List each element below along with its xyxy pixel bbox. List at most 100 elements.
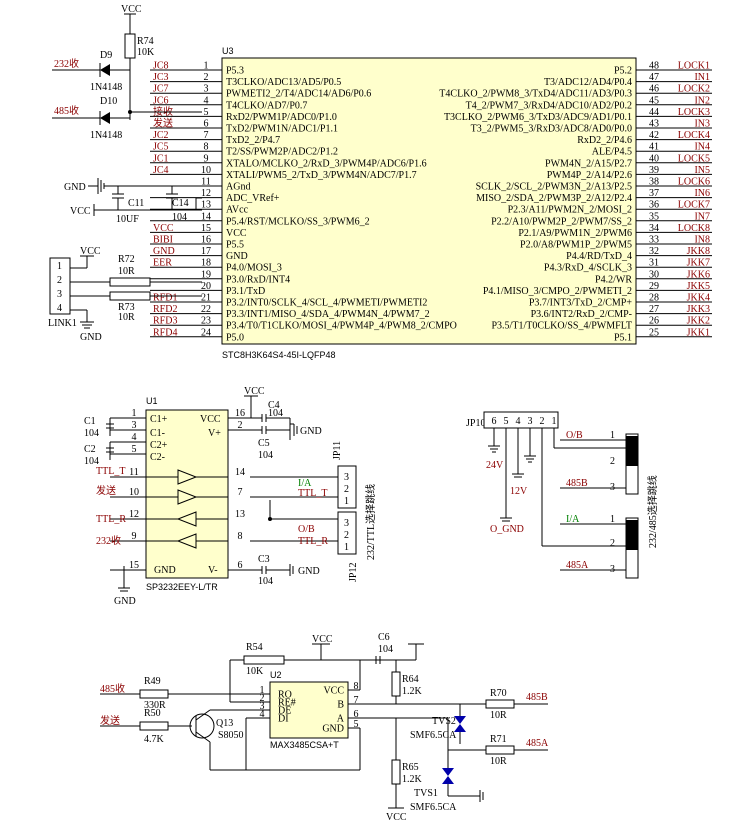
- u1-pin-6-number: 6: [238, 560, 243, 571]
- u3-net-1: JC8: [153, 61, 169, 72]
- jp12-net-ob: O/B: [298, 524, 315, 535]
- u3-net-8: JC5: [153, 142, 169, 153]
- u2-pin-3-label: DE: [278, 706, 291, 717]
- u3-net-3: JC7: [153, 84, 169, 95]
- d9-part: 1N4148: [90, 82, 122, 93]
- u3-pin-18-number: 18: [201, 258, 211, 269]
- r70-resistor: [485, 699, 515, 709]
- u3-pin-6-number: 6: [204, 119, 209, 130]
- vcc-label-avcc: VCC: [70, 206, 91, 217]
- u1-vcc-label: VCC: [244, 386, 265, 397]
- r73-ref: R73: [118, 302, 135, 313]
- u3-pin-34-number: 34: [649, 223, 659, 234]
- d9-ref: D9: [100, 50, 112, 61]
- jp10-pin-1: 1: [552, 416, 557, 427]
- r73-value: 10R: [118, 312, 135, 323]
- u3-net-24: RFD4: [153, 327, 177, 338]
- u1-net-fasong: 发送: [96, 484, 116, 497]
- tvs1-part: SMF6.5CA: [410, 802, 457, 813]
- link1-pin2: 2: [57, 275, 62, 286]
- r65-ref: R65: [402, 762, 419, 773]
- jp10-j1-pin2: 2: [610, 456, 615, 467]
- r65-resistor: [391, 759, 401, 785]
- u3-pin-25-label: P5.1: [614, 332, 632, 343]
- u3-pin-42-number: 42: [649, 130, 659, 141]
- u3-pin-30-label: P4.2/WR: [595, 274, 632, 285]
- u3-pin-3-number: 3: [204, 84, 209, 95]
- u3-pin-14-number: 14: [201, 211, 211, 222]
- u1-part: SP3232EEY-L/TR: [146, 582, 218, 592]
- jp10-pin-3: 3: [528, 416, 533, 427]
- d10-part: 1N4148: [90, 130, 122, 141]
- u3-net-7: JC2: [153, 130, 169, 141]
- u3-net-36: LOCK7: [678, 200, 710, 211]
- analog-supply-network: GND VCC C11 10UF C14 104: [64, 178, 202, 225]
- jp12-pin3: 3: [344, 518, 349, 529]
- q13-transistor-icon: [189, 713, 215, 739]
- u3-net-25: JKK1: [687, 327, 710, 338]
- link1-pin1: 1: [57, 261, 62, 272]
- link1-pin4: 4: [57, 303, 62, 314]
- vcc-label-r74: VCC: [121, 4, 142, 15]
- u2-pin-1-label: RO: [278, 690, 292, 701]
- u3-pin-17-number: 17: [201, 246, 211, 257]
- u3-pin-20-label: P3.1/TxD: [226, 286, 265, 297]
- u3-pin-41-number: 41: [649, 142, 659, 153]
- c6-value: 104: [378, 644, 393, 655]
- jp11-select-label: 232/TTL选择跳线: [364, 484, 377, 560]
- u3-net-29: JKK5: [687, 281, 710, 292]
- gnd-label-link: GND: [80, 332, 102, 343]
- u3-pin-27-number: 27: [649, 304, 659, 315]
- u1-pin-4-number: 4: [132, 432, 137, 443]
- u3-pin-21-number: 21: [201, 293, 211, 304]
- u3-pin-22-number: 22: [201, 304, 211, 315]
- u2-pin-7-number: 7: [354, 695, 359, 706]
- u3-pin-48-label: P5.2: [614, 66, 632, 77]
- u2-pin-4-label: DI: [278, 714, 289, 725]
- u3-pin-32-label: P4.4/RD/TxD_4: [566, 251, 632, 262]
- jp10-select-label: 232/485选择跳线: [646, 475, 659, 548]
- r73-resistor: [109, 291, 151, 301]
- u3-pin-31-number: 31: [649, 258, 659, 269]
- jp10-pin-5: 5: [504, 416, 509, 427]
- u2-body: [269, 681, 349, 739]
- u3-pin-1-number: 1: [204, 61, 209, 72]
- u3-pin-45-number: 45: [649, 95, 659, 106]
- u1-pin-14-number: 14: [235, 467, 245, 478]
- c11-value: 10UF: [116, 214, 139, 225]
- u3-pin-24-label: P5.0: [226, 332, 244, 343]
- u3-net-31: JKK7: [687, 258, 710, 269]
- u1-label-vcc: VCC: [200, 414, 221, 425]
- u3-net-2: JC3: [153, 72, 169, 83]
- tvs2-part: SMF6.5CA: [410, 730, 457, 741]
- u1-label-c1p: C1+: [150, 414, 168, 425]
- u2-ref: U2: [270, 670, 282, 680]
- u3-pin-29-number: 29: [649, 281, 659, 292]
- link1-pin3: 3: [57, 289, 62, 300]
- jp11-pin2: 2: [344, 484, 349, 495]
- r50-ref: R50: [144, 708, 161, 719]
- r64-value: 1.2K: [402, 686, 423, 697]
- u3-net-21: RFD1: [153, 293, 177, 304]
- u3-net-23: RFD3: [153, 316, 177, 327]
- c4-value: 104: [268, 408, 283, 419]
- u1-net-ttl-t: TTL_T: [96, 466, 125, 477]
- r72-resistor: [109, 277, 151, 287]
- c1-value: 104: [84, 428, 99, 439]
- c11-ref: C11: [128, 198, 144, 209]
- jp11-net-ttl-t: TTL_T: [298, 488, 327, 499]
- u1-net-232rx: 232收: [96, 534, 121, 547]
- u3-pin-18-label: P4.0/MOSI_3: [226, 263, 282, 274]
- u3-net-41: IN4: [694, 142, 710, 153]
- u3-pin-26-number: 26: [649, 316, 659, 327]
- u1-gnd3-label: GND: [298, 566, 320, 577]
- u3-pin-36-number: 36: [649, 200, 659, 211]
- u2-pin-8-label: VCC: [323, 686, 344, 697]
- u3-part: STC8H3K64S4-45I-LQFP48: [222, 350, 336, 360]
- vcc-label-link: VCC: [80, 246, 101, 257]
- link1-ref: LINK1: [48, 318, 77, 329]
- net-485-rx: 485收: [54, 104, 79, 117]
